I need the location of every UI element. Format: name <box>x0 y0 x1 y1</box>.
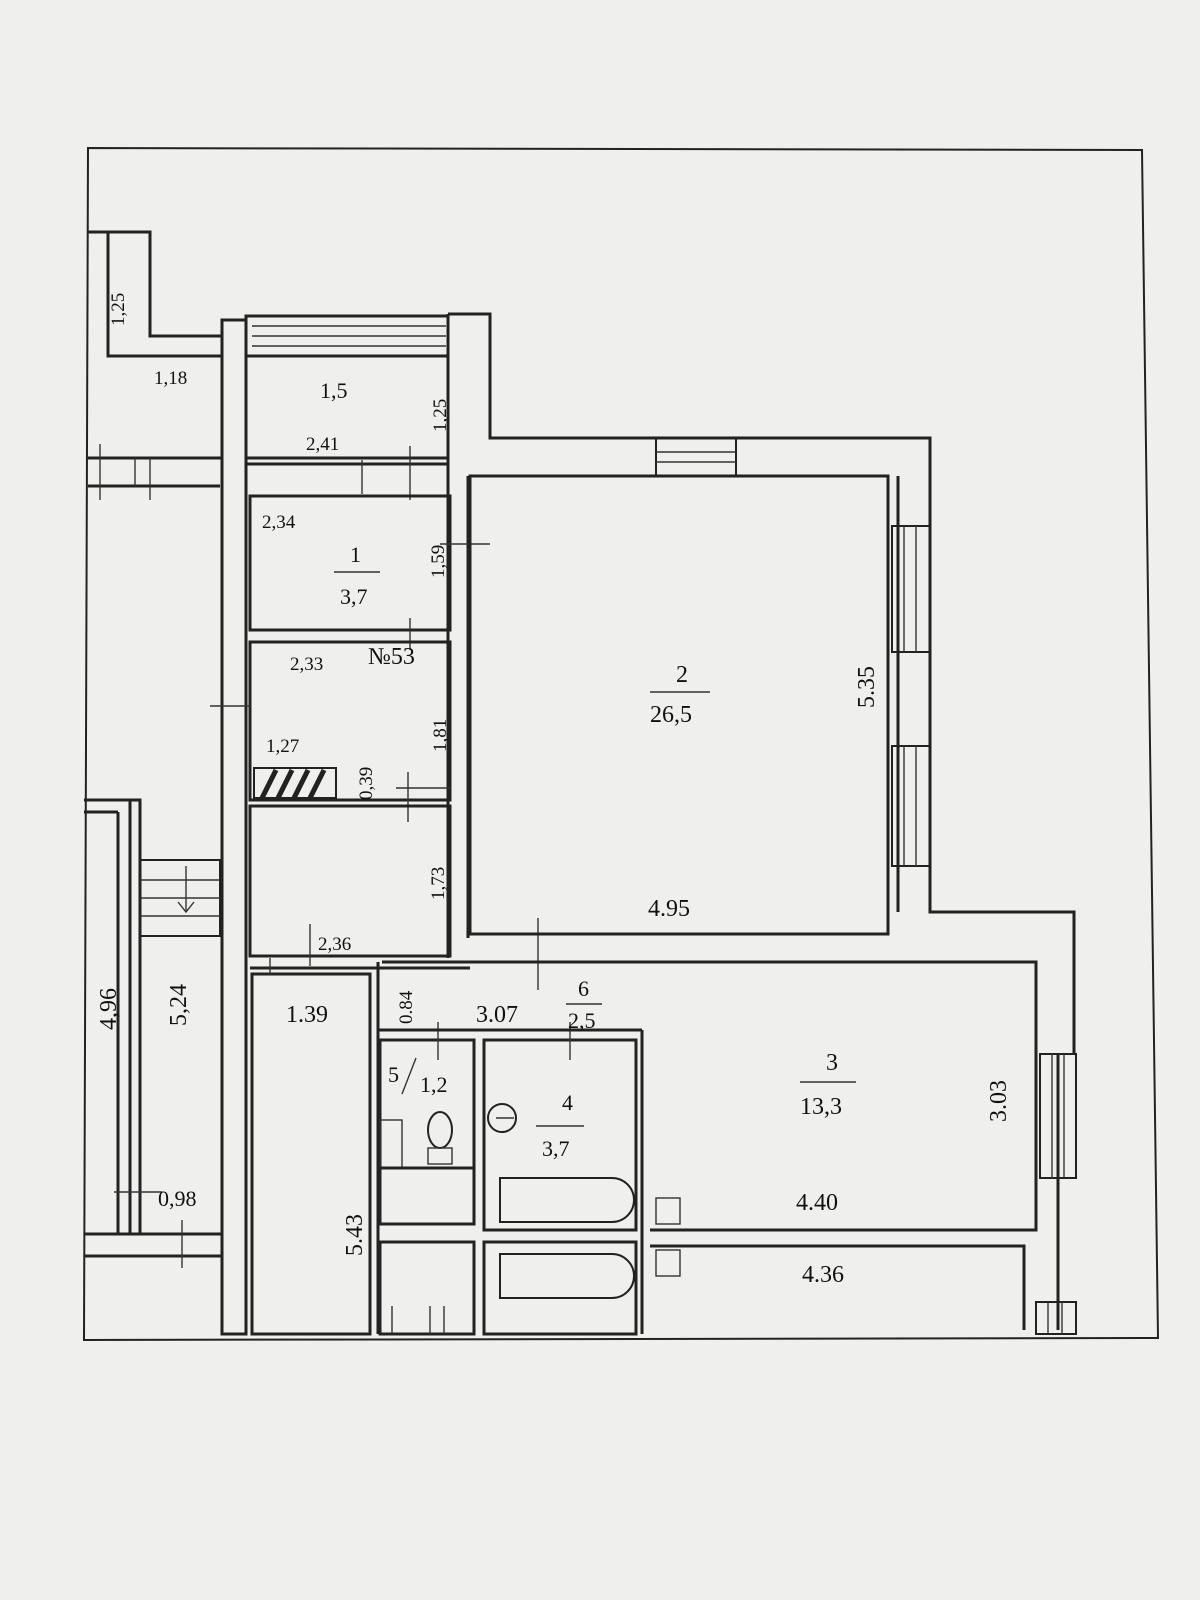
lower-bath-zone <box>378 1240 638 1336</box>
dim-1-73: 1,73 <box>428 867 449 900</box>
hall-block <box>248 640 452 802</box>
storage-room <box>248 804 452 958</box>
dim-1-27: 1,27 <box>266 736 299 757</box>
room-3-area: 13,3 <box>800 1094 842 1120</box>
dim-1-18: 1,18 <box>154 368 187 389</box>
dim-1-59: 1,59 <box>428 545 449 578</box>
room-5-number: 5 <box>388 1062 399 1087</box>
dim-2-34: 2,34 <box>262 512 296 533</box>
dim-5-43: 5.43 <box>342 1214 368 1256</box>
dim-5-35: 5.35 <box>854 666 880 708</box>
room-3 <box>382 960 1077 1335</box>
room-5-area: 1,2 <box>420 1072 448 1097</box>
dim-0-84: 0.84 <box>396 990 417 1024</box>
room-2-area: 26,5 <box>650 702 692 728</box>
room-1 <box>248 494 452 632</box>
room-4-area: 3,7 <box>542 1136 570 1161</box>
dim-4-40: 4.40 <box>796 1190 838 1216</box>
dim-3-07: 3.07 <box>476 1002 518 1028</box>
dim-0-39: 0,39 <box>356 767 377 800</box>
room-1-area: 3,7 <box>340 584 368 609</box>
dim-4-95: 4.95 <box>648 896 690 922</box>
dim-1-25-balcony: 1,25 <box>430 399 451 432</box>
left-long-room <box>84 798 222 1268</box>
dim-2-33: 2,33 <box>290 654 323 675</box>
entrance-corridor <box>88 230 248 1336</box>
room-6-area: 2,5 <box>568 1008 596 1033</box>
room-6-number: 6 <box>578 976 589 1001</box>
room-2 <box>468 436 1076 1054</box>
room-5-fraction-bar <box>401 1057 417 1095</box>
dim-3-03: 3.03 <box>986 1080 1012 1122</box>
room-2-number: 2 <box>676 662 688 688</box>
room-4-number: 4 <box>562 1090 573 1115</box>
dim-1-81: 1,81 <box>430 719 451 752</box>
dim-4-96: 4,96 <box>96 988 122 1030</box>
utility-column <box>250 972 372 1336</box>
room-5-wc <box>378 1022 476 1226</box>
room-1-number: 1 <box>350 542 361 567</box>
plan-id: №53 <box>368 644 415 670</box>
shaft-hatching <box>259 768 327 800</box>
dim-0-98: 0,98 <box>158 1186 197 1211</box>
drawing-frame <box>82 146 1160 1342</box>
dim-1-25-top: 1,25 <box>108 293 129 326</box>
dim-2-36: 2,36 <box>318 934 351 955</box>
balcony-area: 1,5 <box>320 378 348 403</box>
dim-4-36: 4.36 <box>802 1262 844 1288</box>
dim-1-39: 1.39 <box>286 1002 328 1028</box>
dim-5-24: 5,24 <box>166 984 192 1026</box>
dim-2-41: 2,41 <box>306 434 339 455</box>
room-3-number: 3 <box>826 1050 838 1076</box>
room-4-bathroom <box>482 1022 638 1232</box>
